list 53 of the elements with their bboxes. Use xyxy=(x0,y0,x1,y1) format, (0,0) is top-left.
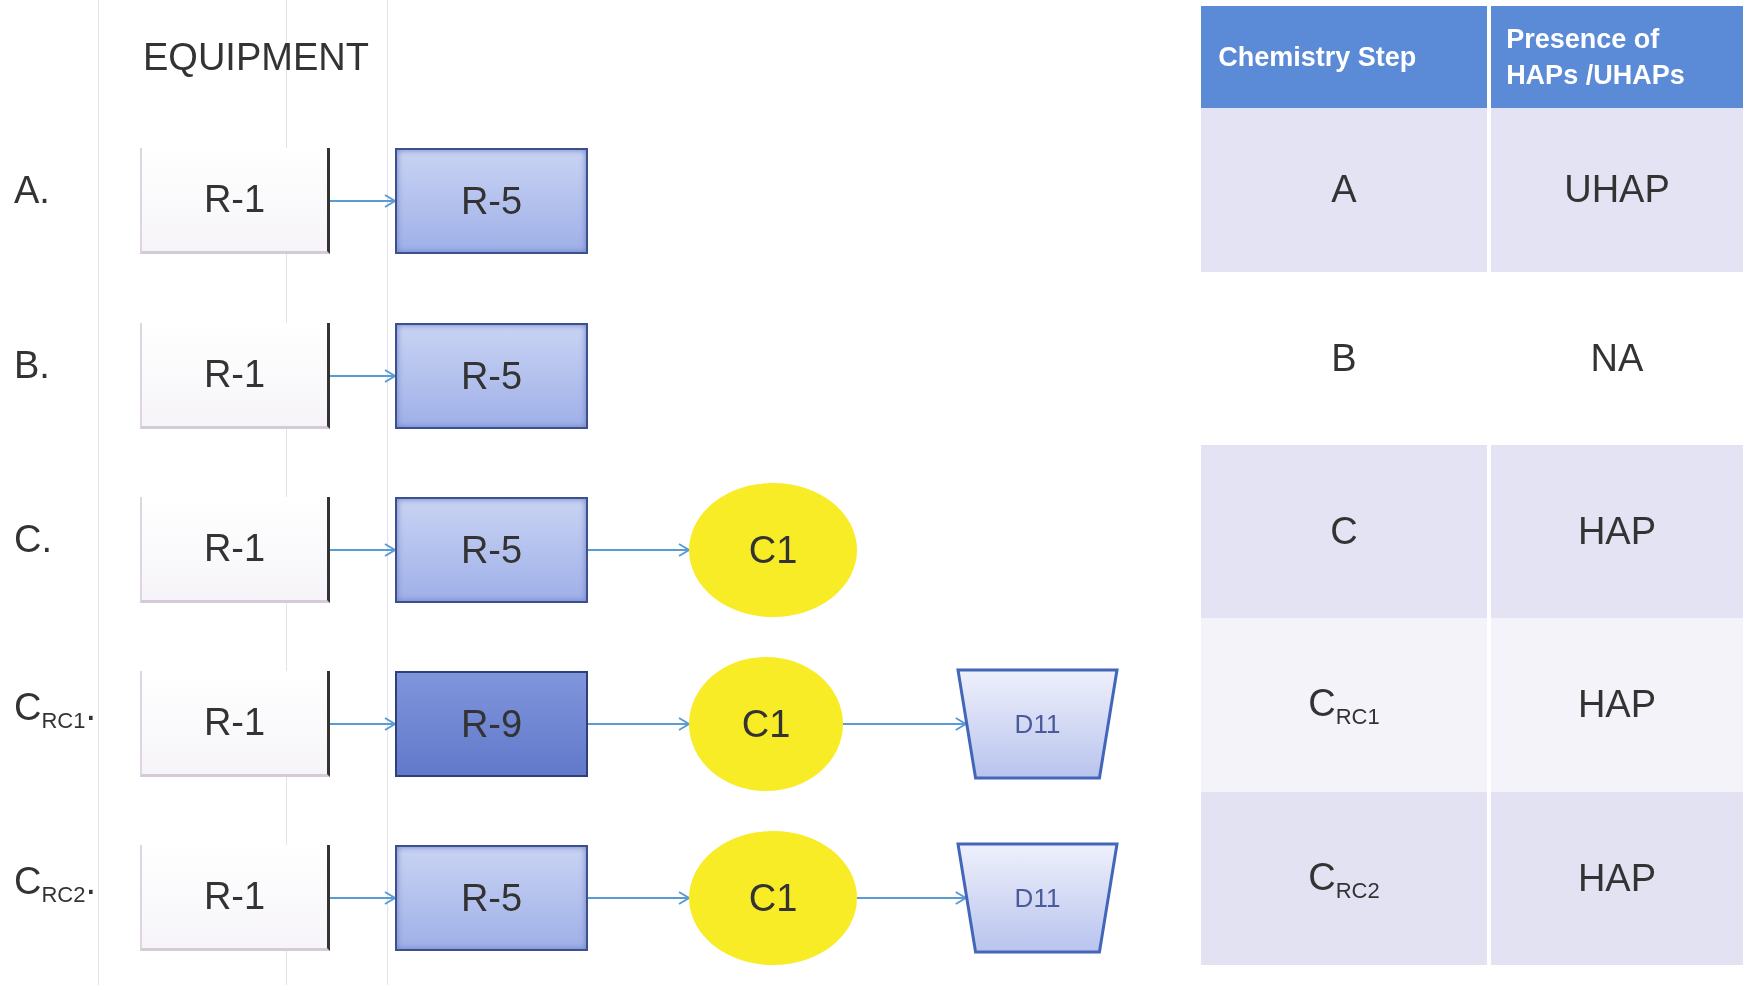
table-cell: C$_{RC1}$ xyxy=(1201,618,1487,792)
table-cell: UHAP xyxy=(1491,108,1743,272)
equipment-label: R-1 xyxy=(203,353,266,396)
equipment-box xyxy=(395,671,588,777)
row-label: C. xyxy=(14,520,52,558)
equipment-label: D11 xyxy=(1014,708,1061,740)
equipment-label: D11 xyxy=(1014,882,1061,914)
row-label: C$_{RC2}$. xyxy=(14,862,97,906)
arrow xyxy=(587,543,690,557)
row-label: A. xyxy=(14,171,50,209)
table-cell: HAP xyxy=(1491,618,1743,792)
table-cell: HAP xyxy=(1491,445,1743,618)
arrow xyxy=(587,891,690,905)
equipment-box xyxy=(395,148,588,254)
equipment-label: R-1 xyxy=(203,527,266,570)
row-label: B. xyxy=(14,346,50,384)
arrow xyxy=(329,717,396,731)
header-cell: Presence of HAPs /UHAPs xyxy=(1491,6,1743,108)
equipment-label: R-1 xyxy=(203,701,266,744)
equipment-label: R-1 xyxy=(203,875,266,918)
arrow xyxy=(842,717,967,731)
arrow xyxy=(329,543,396,557)
table-cell: A xyxy=(1201,108,1487,272)
arrow xyxy=(856,891,967,905)
equipment-box xyxy=(140,671,330,777)
equipment-label: R-5 xyxy=(460,179,523,223)
equipment-label: R-9 xyxy=(460,702,523,746)
arrow xyxy=(329,194,396,208)
header-cell: Chemistry Step xyxy=(1201,6,1487,108)
equipment-box xyxy=(395,845,588,951)
equipment-label: R-1 xyxy=(203,178,266,221)
equipment-label: C1 xyxy=(748,876,798,920)
arrow xyxy=(587,717,690,731)
equipment-box xyxy=(395,497,588,603)
table-cell: C xyxy=(1201,445,1487,618)
equipment-label: C1 xyxy=(748,528,798,572)
equipment-box xyxy=(395,323,588,429)
equipment-label: R-5 xyxy=(460,528,523,572)
column-heading: EQUIPMENT xyxy=(143,36,369,79)
equipment-trapezoid xyxy=(956,668,1119,780)
equipment-box xyxy=(140,497,330,603)
table-cell: HAP xyxy=(1491,792,1743,965)
arrow xyxy=(329,891,396,905)
equipment-box xyxy=(140,323,330,429)
equipment-label: R-5 xyxy=(460,354,523,398)
equipment-box xyxy=(140,845,330,951)
row-label: C$_{RC1}$. xyxy=(14,688,97,732)
equipment-label: C1 xyxy=(741,702,791,746)
equipment-box xyxy=(140,148,330,254)
equipment-label: R-5 xyxy=(460,876,523,920)
table-cell: C$_{RC2}$ xyxy=(1201,792,1487,965)
equipment-trapezoid xyxy=(956,842,1119,954)
arrow xyxy=(329,369,396,383)
